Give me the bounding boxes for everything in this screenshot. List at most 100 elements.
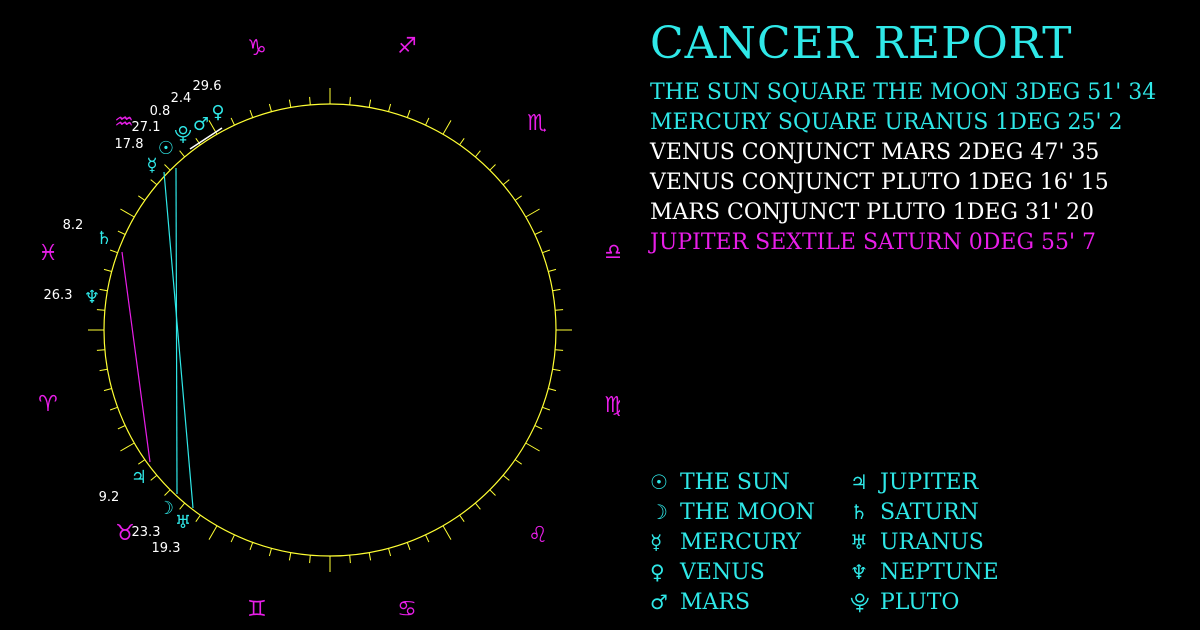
saturn-icon: ♄ [96, 228, 112, 249]
aspect-list: THE SUN SQUARE THE MOON 3DEG 51' 34 MERC… [650, 78, 1156, 258]
degree-tick [150, 474, 158, 481]
neptune-icon: ♆ [850, 560, 868, 584]
degree-tick [138, 195, 146, 201]
aspect-item: MERCURY SQUARE URANUS 1DEG 25' 2 [650, 110, 1123, 135]
legend-label: MARS [680, 590, 751, 615]
venus-icon: ♀ [650, 560, 665, 584]
aspect-line-jupiter-saturn [121, 251, 151, 463]
degree-tick [179, 150, 186, 158]
legend-label: JUPITER [880, 470, 979, 495]
legend-item-moon: ☽THE MOON [650, 497, 815, 528]
moon-degree: 23.3 [132, 525, 161, 540]
sun-icon: ☉ [650, 470, 668, 494]
mars-icon: ♂ [650, 590, 668, 614]
legend-label: NEPTUNE [880, 560, 999, 585]
degree-tick [525, 208, 540, 218]
aries-icon: ♈ [38, 392, 58, 417]
planet-glyphs: ♀ ♂ ⯓ ☉ ☿ ♄ ♆ ♃ ☽ ♅ [84, 102, 225, 533]
degree-tick [288, 552, 292, 561]
degree-tick [442, 525, 452, 540]
degree-tick [96, 309, 105, 311]
degree-ticks [88, 88, 572, 572]
degree-tick [368, 552, 372, 561]
legend-item-venus: ♀ VENUS [650, 557, 765, 588]
venus-degree: 29.6 [193, 79, 222, 94]
degree-tick [552, 368, 561, 372]
leo-icon: ♌ [528, 523, 548, 548]
aspect-line-mercury-uranus [175, 167, 178, 495]
zodiac-signs: ♑ ♐ ♏ ♎ ♍ ♌ ♋ ♊ ♉ ♈ ♓ ♒ [38, 34, 620, 622]
degree-tick [249, 542, 254, 551]
cancer-icon: ♋ [397, 597, 417, 622]
mercury-degree: 17.8 [115, 137, 144, 152]
degree-tick [442, 120, 452, 135]
degree-tick [150, 179, 158, 186]
sagittarius-icon: ♐ [397, 34, 417, 59]
pisces-icon: ♓ [38, 241, 58, 266]
moon-icon: ☽ [158, 498, 174, 519]
neptune-icon: ♆ [84, 287, 100, 308]
degree-tick [534, 425, 543, 430]
gemini-icon: ♊ [247, 597, 267, 622]
degree-tick [555, 349, 564, 351]
degree-tick [309, 96, 311, 105]
degree-tick [208, 525, 218, 540]
degree-tick [179, 502, 186, 510]
degree-tick [120, 442, 135, 452]
pluto-degree: 0.8 [150, 104, 171, 119]
mercury-icon: ☿ [650, 530, 663, 554]
degree-tick [120, 208, 135, 218]
legend-label: SATURN [880, 500, 979, 525]
aquarius-icon: ♒ [114, 110, 134, 135]
degree-tick [368, 99, 372, 108]
degree-tick [103, 388, 112, 392]
degree-tick [425, 117, 430, 126]
zodiac-circle [103, 103, 557, 557]
aspect-item: VENUS CONJUNCT MARS 2DEG 47' 35 [650, 140, 1100, 165]
degree-tick [474, 150, 481, 158]
degree-tick [489, 164, 496, 171]
aspect-item: MARS CONJUNCT PLUTO 1DEG 31' 20 [650, 200, 1095, 225]
degree-tick [109, 249, 118, 254]
neptune-degree: 26.3 [44, 288, 73, 303]
degree-tick [489, 489, 496, 496]
legend-label: THE SUN [680, 470, 790, 495]
planet-degree-labels: 29.6 2.4 0.8 27.1 17.8 8.2 26.3 9.2 23.3… [44, 79, 222, 556]
aspect-lines [121, 127, 223, 509]
degree-tick [502, 179, 510, 186]
virgo-icon: ♍ [604, 393, 620, 418]
degree-tick [459, 138, 465, 146]
legend-label: PLUTO [880, 590, 960, 615]
degree-tick [288, 99, 292, 108]
legend-label: VENUS [680, 560, 765, 585]
pluto-icon: ⯓ [850, 590, 870, 614]
degree-tick [388, 103, 392, 112]
aspect-item: VENUS CONJUNCT PLUTO 1DEG 16' 15 [650, 170, 1109, 195]
mars-degree: 2.4 [171, 91, 192, 106]
degree-tick [268, 548, 272, 557]
degree-tick [548, 268, 557, 272]
degree-tick [514, 459, 522, 465]
legend-item-mercury: ☿MERCURY [650, 527, 801, 558]
degree-tick [542, 249, 551, 254]
report-title: CANCER REPORT [650, 18, 1073, 69]
degree-tick [249, 109, 254, 118]
degree-tick [534, 230, 543, 235]
uranus-icon: ♅ [850, 530, 868, 554]
degree-tick [103, 268, 112, 272]
degree-tick [548, 388, 557, 392]
moon-icon: ☽ [650, 500, 668, 524]
degree-tick [514, 195, 522, 201]
degree-tick [406, 109, 411, 118]
sun-icon: ☉ [158, 138, 174, 159]
mercury-icon: ☿ [146, 155, 157, 176]
degree-tick [388, 548, 392, 557]
degree-tick [164, 164, 171, 171]
jupiter-icon: ♃ [131, 467, 147, 488]
uranus-degree: 19.3 [152, 541, 181, 556]
aspect-item: JUPITER SEXTILE SATURN 0DEG 55' 7 [650, 230, 1097, 255]
libra-icon: ♎ [604, 240, 620, 265]
mars-icon: ♂ [193, 114, 209, 135]
degree-tick [109, 406, 118, 411]
